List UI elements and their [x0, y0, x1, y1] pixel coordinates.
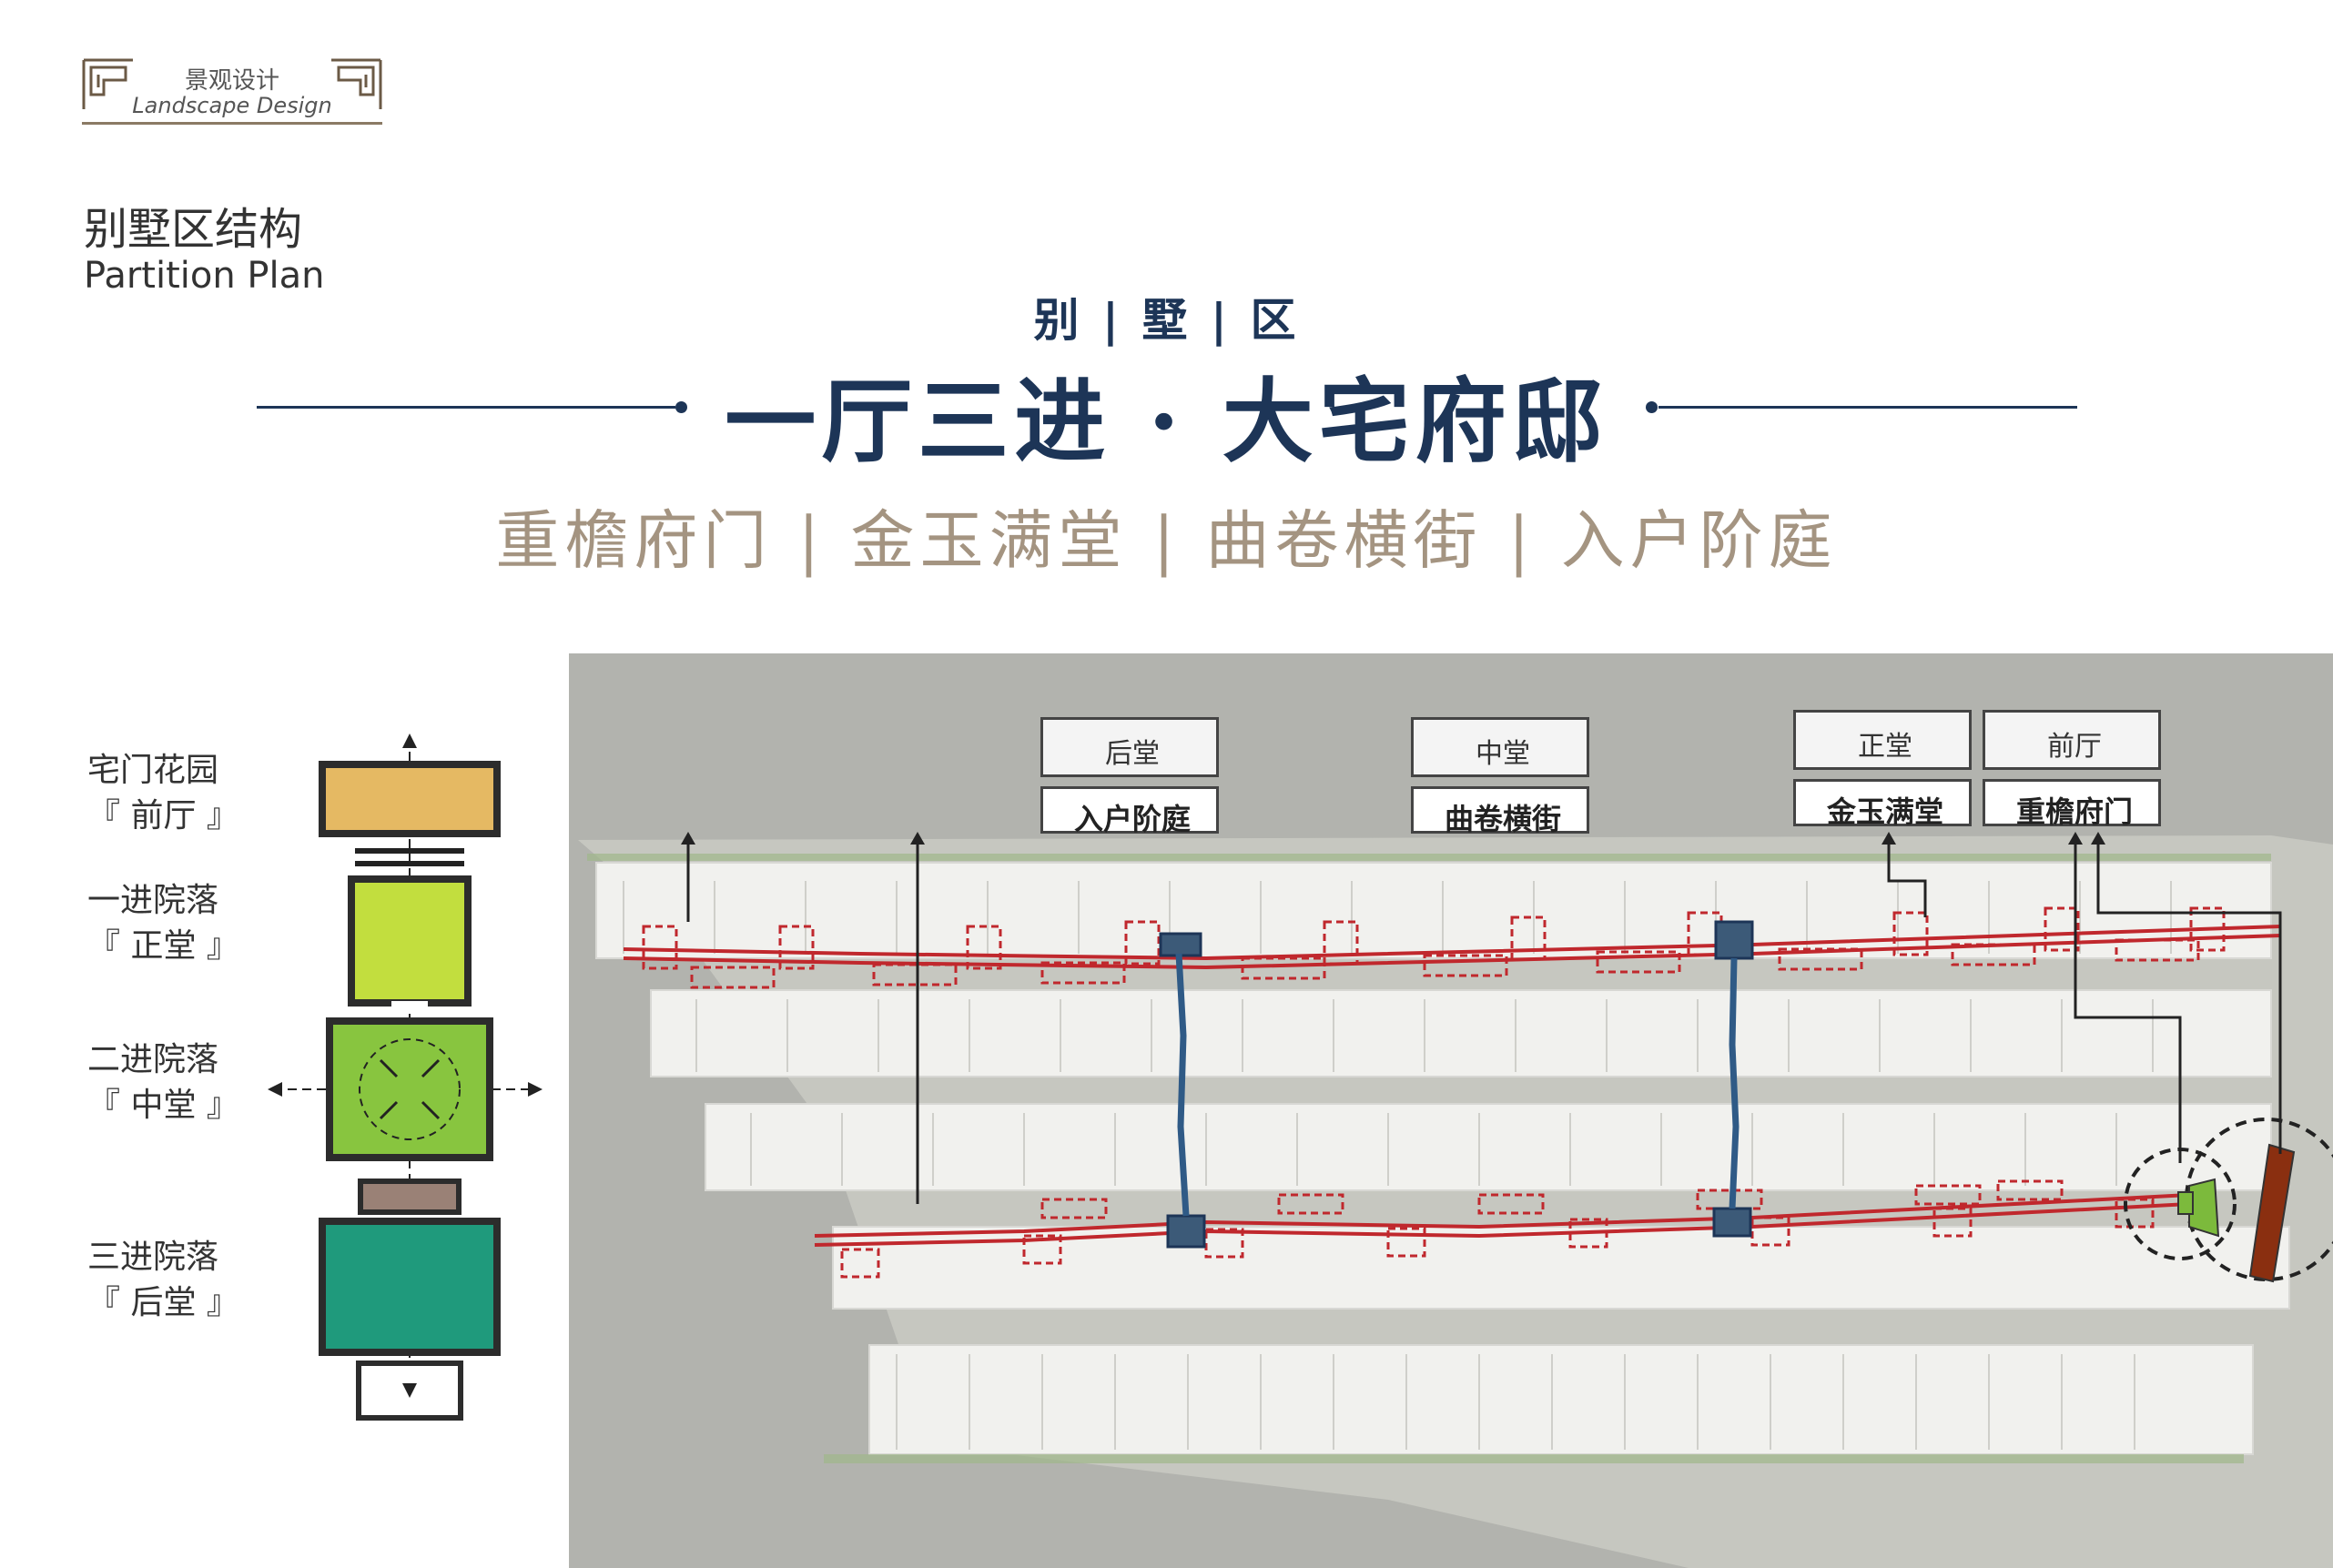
tagline: 重檐府门 | 金玉满堂 | 曲卷横街 | 入户阶庭	[495, 503, 1838, 578]
logo-en: Landscape Design	[132, 93, 332, 118]
title-dot-right	[1646, 401, 1658, 413]
subtitle: 别 | 墅 | 区	[1033, 293, 1300, 347]
site-plan-map: 后堂 入户阶庭 中堂 曲卷横街 正堂 金玉满堂 前厅 重檐府门	[569, 653, 2333, 1568]
logo-underline	[82, 122, 382, 125]
logo-cn: 景观设计	[184, 67, 279, 95]
legend-front-hall: 宅门花园『 前厅 』	[87, 752, 239, 835]
legend-middle-hall: 二进院落『 中堂 』	[87, 1041, 239, 1124]
main-hall-block	[348, 875, 472, 1007]
title-rule-right	[1658, 406, 2077, 409]
legend-main-hall: 一进院落『 正堂 』	[87, 882, 239, 965]
title-dot-left	[675, 401, 687, 413]
middle-hall-block	[326, 1017, 493, 1161]
rear-hall-block	[319, 1218, 501, 1356]
logo: 景观设计 Landscape Design	[82, 56, 382, 127]
section-title-cn: 别墅区结构	[84, 204, 303, 255]
site-plan-drawing	[578, 832, 2333, 1568]
title-rule-left	[257, 406, 675, 409]
front-hall-block	[319, 761, 501, 837]
courtyard-axis-diagram	[268, 733, 543, 1421]
main-title: 一厅三进 · 大宅府邸	[725, 368, 1608, 475]
fret-ornament-icon	[82, 58, 133, 109]
legend-rear-hall: 三进院落『 后堂 』	[87, 1239, 239, 1321]
section-title-en: Partition Plan	[84, 255, 325, 297]
fret-ornament-icon	[331, 58, 382, 109]
